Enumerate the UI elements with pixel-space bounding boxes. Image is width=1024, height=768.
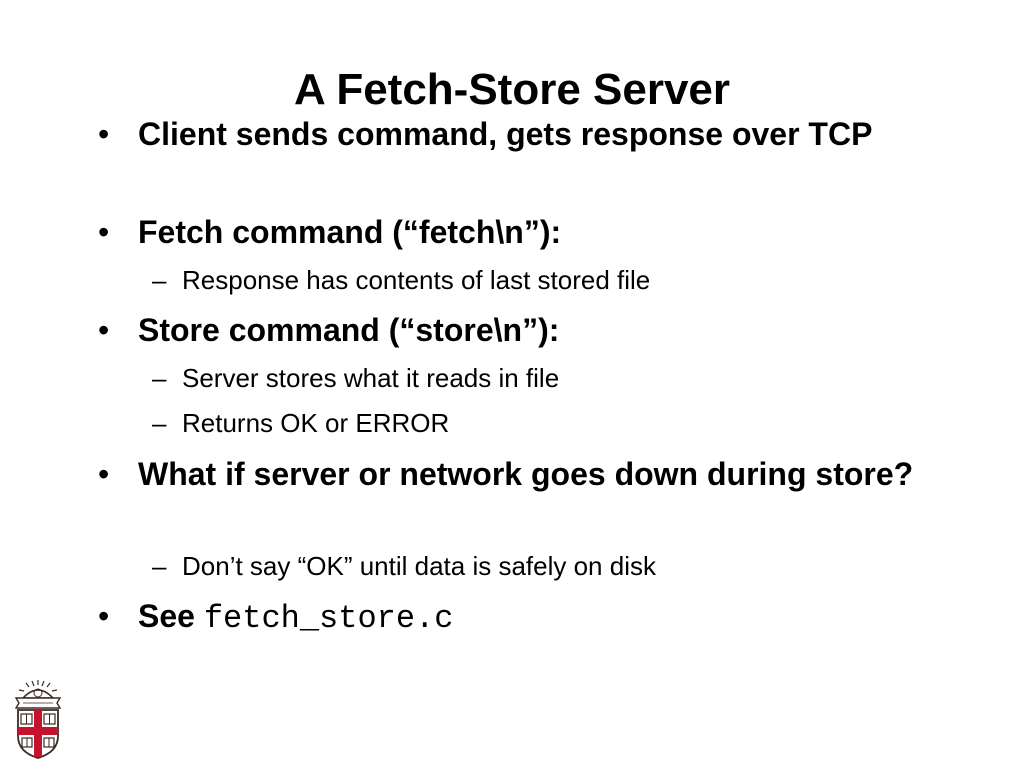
bullet-mark: • — [98, 598, 110, 634]
shield-logo-icon — [14, 680, 62, 759]
sub-bullet-text: Response has contents of last stored fil… — [182, 265, 651, 295]
dash-mark: – — [152, 408, 167, 438]
bullet-fetch-command: • Fetch command (“fetch\n”): — [98, 210, 928, 254]
sub-bullet-response-contents: – Response has contents of last stored f… — [152, 263, 942, 297]
bullet-mark: • — [98, 214, 110, 250]
sub-bullet-dont-say-ok: – Don’t say “OK” until data is safely on… — [152, 549, 942, 583]
source-file-name: fetch_store.c — [203, 600, 454, 637]
bullet-text: See fetch_store.c — [138, 594, 928, 641]
bullet-text: Client sends command, gets response over… — [138, 116, 873, 152]
sub-bullet-server-stores: – Server stores what it reads in file — [152, 361, 942, 395]
see-label: See — [138, 598, 195, 634]
sub-bullet-text: Don’t say “OK” until data is safely on d… — [182, 551, 656, 581]
bullet-client-sends: • Client sends command, gets response ov… — [98, 112, 928, 156]
dash-mark: – — [152, 265, 167, 295]
dash-mark: – — [152, 551, 167, 581]
bullet-store-command: • Store command (“store\n”): — [98, 308, 928, 352]
sub-bullet-text: Server stores what it reads in file — [182, 363, 560, 393]
sub-bullet-returns-ok: – Returns OK or ERROR — [152, 406, 942, 440]
bullet-text: Store command (“store\n”): — [138, 312, 560, 348]
bullet-mark: • — [98, 116, 110, 152]
bullet-text: What if server or network goes down duri… — [138, 456, 914, 492]
dash-mark: – — [152, 363, 167, 393]
bullet-mark: • — [98, 456, 110, 492]
slide-title: A Fetch-Store Server — [293, 65, 731, 114]
university-shield-logo — [13, 678, 63, 760]
bullet-what-if-down: • What if server or network goes down du… — [98, 452, 928, 496]
bullet-text: Fetch command (“fetch\n”): — [138, 214, 562, 250]
bullet-mark: • — [98, 312, 110, 348]
sub-bullet-text: Returns OK or ERROR — [182, 408, 450, 438]
bullet-see-file: • See fetch_store.c — [98, 594, 928, 641]
